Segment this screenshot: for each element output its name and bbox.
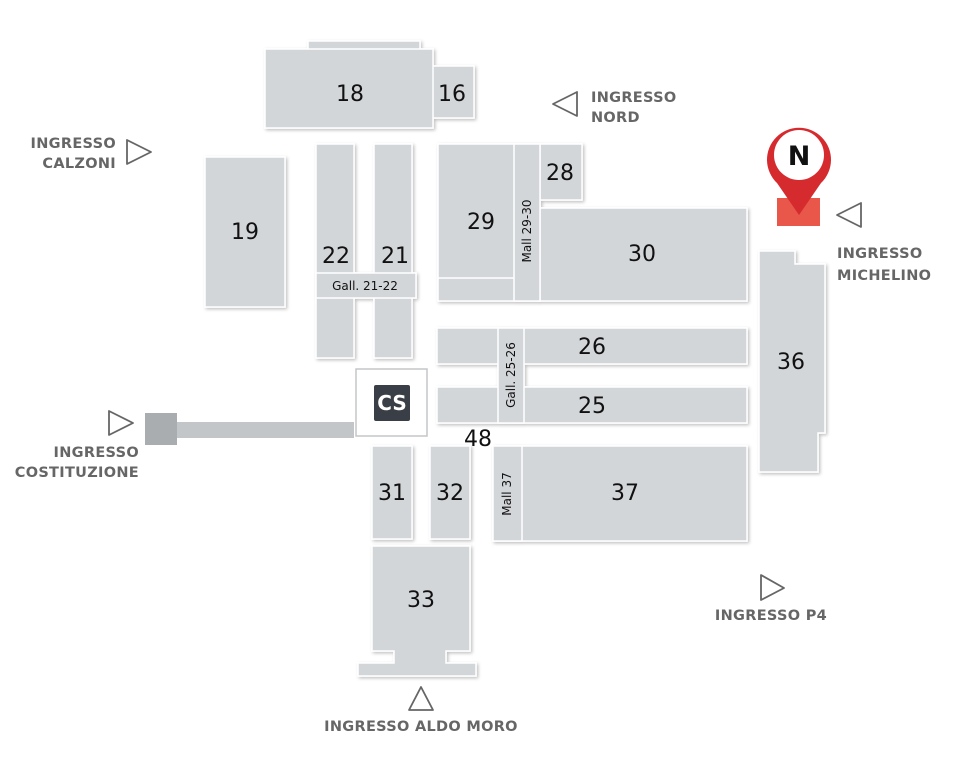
hall-22[interactable]	[315, 143, 355, 359]
cs-label: CS	[377, 391, 406, 415]
north-label: N	[788, 141, 811, 172]
mall-37-label: Mall 37	[500, 472, 514, 515]
hall-16-label: 16	[438, 82, 466, 107]
entrance-calzoni-label-line2: CALZONI	[42, 156, 116, 172]
hall-25-label: 25	[578, 394, 606, 419]
entrance-calzoni-label-line1: INGRESSO	[31, 136, 116, 152]
hall-21-label: 21	[381, 244, 409, 269]
hall-36[interactable]	[758, 250, 826, 473]
entrance-calzoni-icon[interactable]	[126, 139, 152, 165]
north-marker: N	[767, 127, 832, 215]
gall-25-26-label: Gall. 25-26	[504, 342, 518, 408]
hall-28-label: 28	[546, 161, 574, 186]
hall-48-label: 48	[464, 427, 492, 452]
entrance-nord-label-line2: NORD	[591, 110, 640, 126]
hall-31-label: 31	[378, 481, 406, 506]
hall-32[interactable]	[429, 445, 471, 540]
hall-30-label: 30	[628, 242, 656, 267]
cs-box[interactable]	[374, 385, 410, 421]
entrance-michelino-icon[interactable]	[836, 202, 862, 228]
hall-21[interactable]	[373, 143, 413, 359]
hall-18[interactable]	[264, 48, 434, 129]
hall-33[interactable]	[357, 545, 477, 677]
hall-25[interactable]	[436, 386, 748, 424]
mall-29-30-label: Mall 29-30	[520, 199, 534, 262]
entrance-p4-icon[interactable]	[760, 574, 785, 601]
hall-18-label: 18	[336, 82, 364, 107]
entrance-p4-label: INGRESSO P4	[715, 608, 827, 624]
gall-21-22-label: Gall. 21-22	[332, 279, 398, 293]
hall-32-label: 32	[436, 481, 464, 506]
gall-25-26[interactable]	[497, 327, 525, 424]
hall-29[interactable]	[437, 143, 517, 279]
entrance-michelino-label-line2: MICHELINO	[837, 268, 931, 284]
hall-33-label: 33	[407, 588, 435, 613]
hall-36-label: 36	[777, 350, 805, 375]
entrance-michelino-label-line1: INGRESSO	[837, 246, 922, 262]
mall-37[interactable]	[492, 445, 523, 542]
entrance-nord-icon[interactable]	[552, 91, 578, 117]
costituzione-walkway	[145, 413, 354, 445]
entrance-costituzione-label-line1: INGRESSO	[54, 445, 139, 461]
hall-29-label: 29	[467, 210, 495, 235]
hall-28[interactable]	[538, 143, 583, 201]
hall-37-label: 37	[611, 481, 639, 506]
hall-26-label: 26	[578, 335, 606, 360]
hall-19[interactable]	[204, 156, 286, 308]
hall-31[interactable]	[371, 445, 413, 540]
hall-22-label: 22	[322, 244, 350, 269]
entrance-nord-label-line1: INGRESSO	[591, 90, 676, 106]
hall-37[interactable]	[492, 445, 748, 542]
hall-19-label: 19	[231, 220, 259, 245]
hall-26[interactable]	[436, 327, 748, 365]
mall-29-30[interactable]	[513, 143, 541, 302]
entrance-costituzione-icon[interactable]	[108, 410, 134, 436]
entrance-aldo-moro-icon[interactable]	[408, 686, 434, 711]
gall-21-22[interactable]	[315, 272, 417, 299]
entrance-costituzione-label-line2: COSTITUZIONE	[15, 465, 139, 481]
entrance-aldo-moro-label: INGRESSO ALDO MORO	[324, 719, 518, 735]
